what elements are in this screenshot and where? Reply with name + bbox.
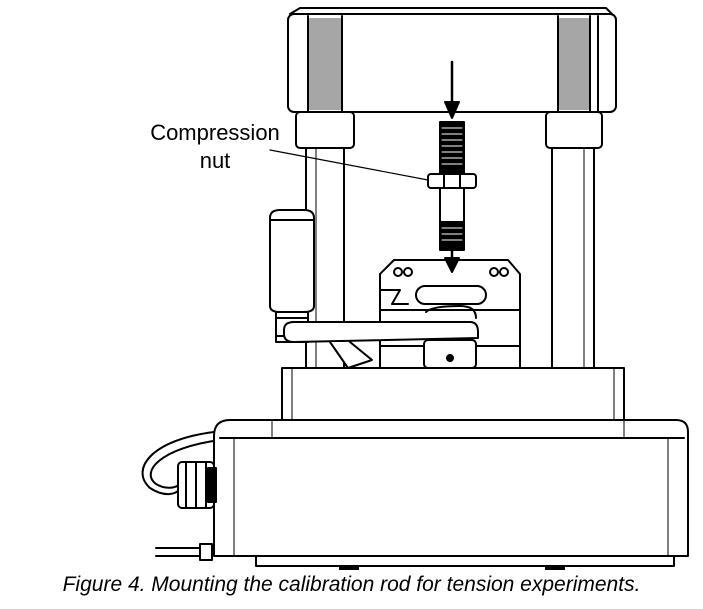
right-column <box>545 111 603 373</box>
test-stand-diagram <box>141 7 689 570</box>
base-housing <box>213 419 689 570</box>
callout-leader-line <box>269 149 429 181</box>
figure-caption: Figure 4. Mounting the calibration rod f… <box>62 573 641 596</box>
cable-gland <box>177 461 217 509</box>
base-upper <box>281 367 625 421</box>
power-cable <box>141 431 221 561</box>
calibration-rod <box>427 60 477 273</box>
callout-label-compression: Compression <box>150 120 280 145</box>
callout-label-nut: nut <box>199 148 231 173</box>
crank-lever-arm <box>283 305 479 369</box>
